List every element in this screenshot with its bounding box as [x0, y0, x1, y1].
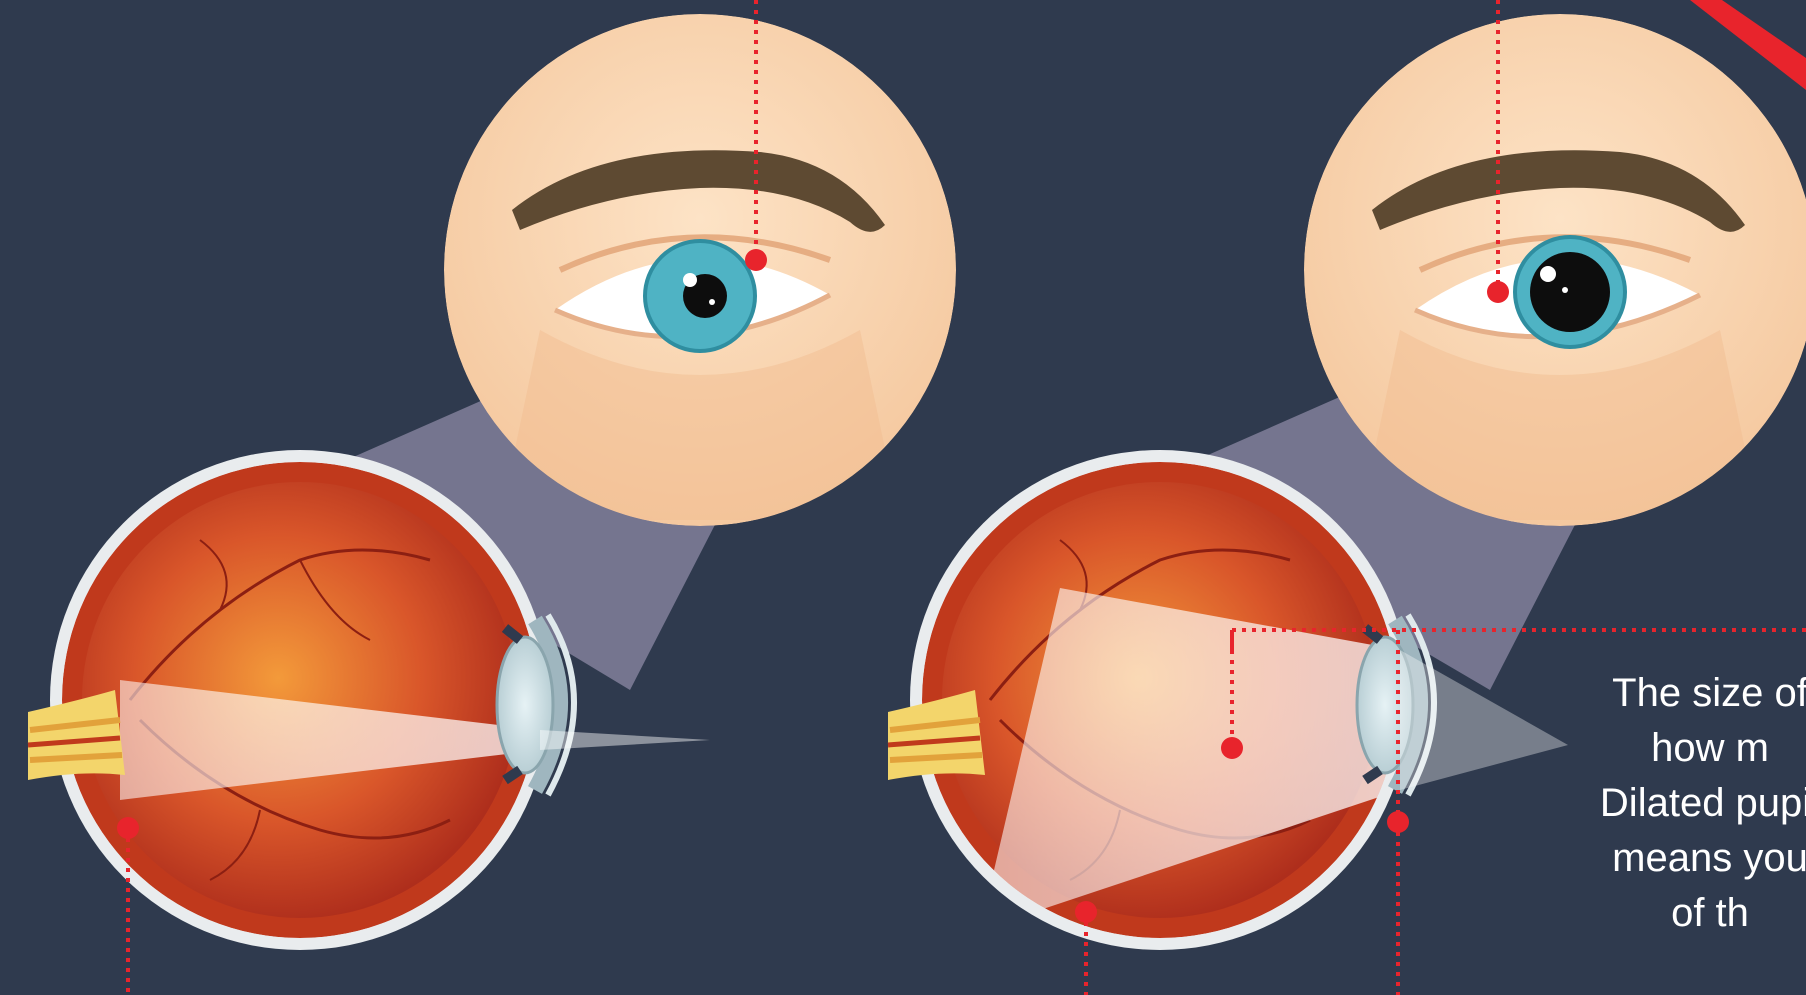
caption-line-2: how m	[1500, 721, 1806, 776]
optic-nerve-right	[888, 690, 985, 780]
caption-line-5: of th	[1500, 886, 1806, 941]
panel-normal-pupil	[28, 0, 956, 995]
face-closeup-right	[1304, 14, 1806, 526]
lens-left	[497, 637, 553, 773]
marker-dot-pupil-right	[1487, 281, 1509, 303]
caption-line-1: The size of	[1500, 666, 1806, 721]
pupil-right	[1530, 252, 1610, 332]
caption-text: The size of how m Dilated pupil means yo…	[1500, 666, 1806, 941]
face-closeup-left	[444, 14, 956, 526]
marker-dot-pupil-left	[745, 249, 767, 271]
marker-dot-retina-left	[117, 817, 139, 839]
caption-line-3: Dilated pupil	[1500, 776, 1806, 831]
caption-line-4: means you	[1500, 831, 1806, 886]
optic-nerve-left	[28, 690, 125, 780]
